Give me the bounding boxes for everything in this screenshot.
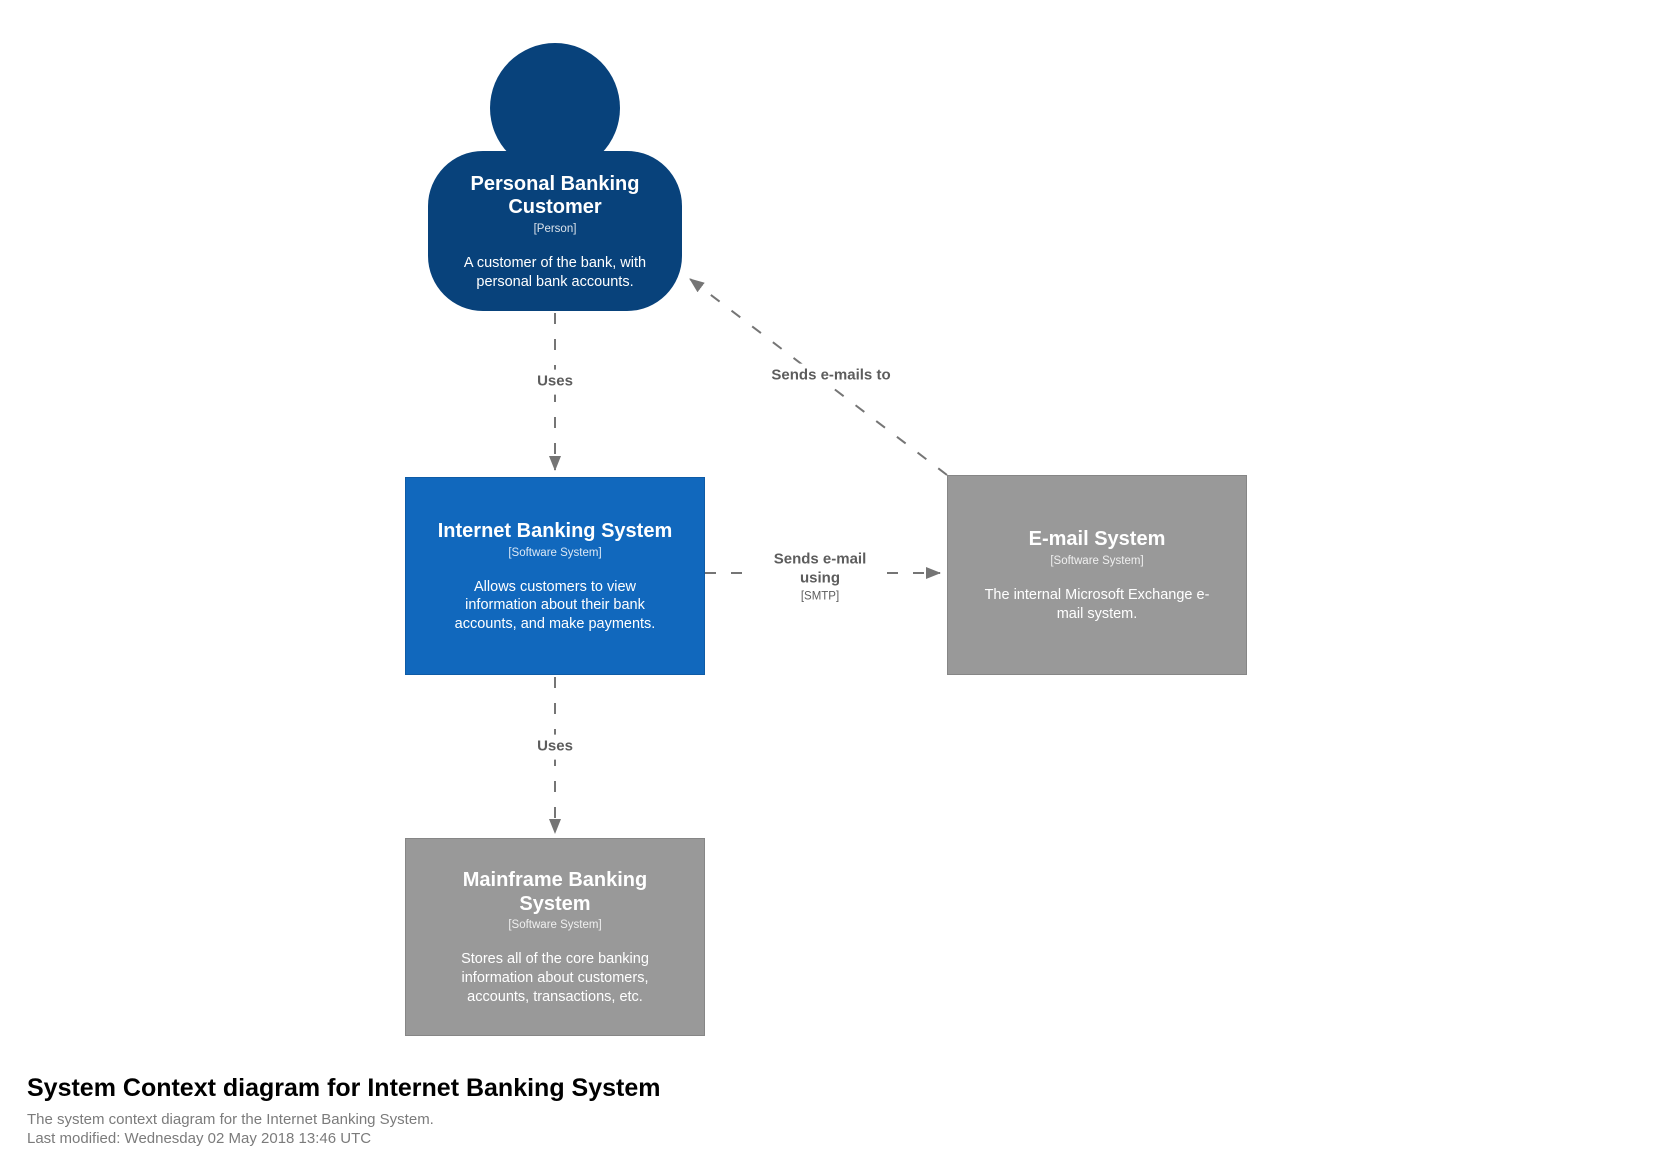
element-description: Allows customers to view information abo…	[454, 578, 656, 633]
diagram-footer: System Context diagram for Internet Bank…	[27, 1073, 660, 1148]
edge-label-technology: [SMTP]	[800, 590, 840, 603]
element-email-system[interactable]: E-mail System [Software System] The inte…	[947, 475, 1247, 675]
edge-label-uses-ibs-mainframe: Uses	[528, 734, 582, 760]
element-name: Mainframe Banking System	[462, 869, 648, 915]
element-description: The internal Microsoft Exchange e-mail s…	[984, 586, 1210, 622]
diagram-last-modified: Last modified: Wednesday 02 May 2018 13:…	[27, 1130, 372, 1148]
edge-label-sends-emails-to: Sends e-mails to	[762, 363, 900, 389]
element-description: Stores all of the core banking informati…	[461, 951, 649, 1005]
element-description: A customer of the bank, with personal ba…	[463, 254, 647, 290]
diagram-title: System Context diagram for Internet Bank…	[27, 1074, 661, 1102]
element-meta: [Person]	[533, 222, 577, 235]
edge-label-sends-email-using: Sends e-mail using [SMTP]	[755, 547, 885, 607]
element-personal-banking-customer[interactable]: Personal Banking Customer [Person] A cus…	[428, 151, 682, 311]
edge-label-text: Sends e-mail using	[773, 550, 867, 587]
element-meta: [Software System]	[508, 546, 602, 559]
element-name: E-mail System	[1028, 528, 1166, 551]
element-internet-banking-system[interactable]: Internet Banking System [Software System…	[405, 477, 705, 675]
element-meta: [Software System]	[508, 919, 602, 932]
element-mainframe-banking-system[interactable]: Mainframe Banking System [Software Syste…	[405, 838, 705, 1036]
edge-label-uses-customer-ibs: Uses	[528, 369, 582, 395]
element-meta: [Software System]	[1050, 554, 1144, 567]
diagram-description: The system context diagram for the Inter…	[27, 1111, 434, 1128]
element-name: Internet Banking System	[437, 519, 673, 542]
element-name: Personal Banking Customer	[470, 172, 640, 219]
